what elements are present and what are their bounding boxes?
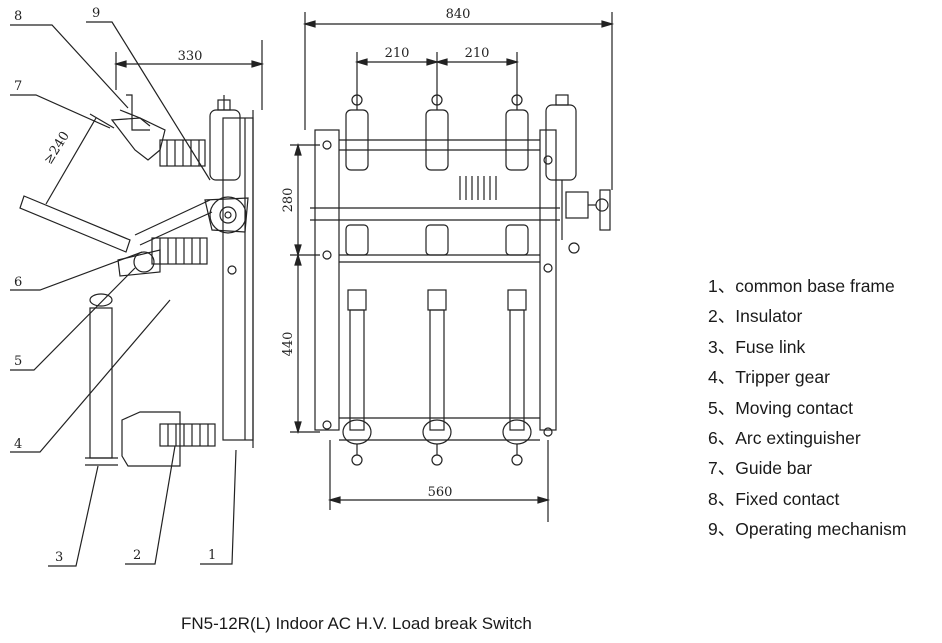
legend-item: 3、Fuse link <box>708 336 806 357</box>
spring-coil <box>459 176 497 200</box>
front-view <box>290 12 615 522</box>
callout-5: 5 <box>14 354 22 369</box>
arc-extinguisher <box>209 109 241 181</box>
phase-c <box>502 92 532 466</box>
dim-280: 280 <box>281 188 296 213</box>
callout-9: 9 <box>92 6 100 21</box>
callout-8: 8 <box>14 9 22 24</box>
leader-lines <box>10 21 237 567</box>
legend-item: 6、Arc extinguisher <box>708 428 861 449</box>
front-right-post <box>539 129 557 431</box>
bottom-insulator <box>159 423 216 447</box>
fixed-contact <box>126 94 150 131</box>
side-view <box>10 21 265 567</box>
dim-840: 840 <box>446 7 471 22</box>
front-left-post <box>314 129 340 431</box>
legend-item: 9、Operating mechanism <box>708 519 907 540</box>
dim-560: 560 <box>428 485 453 500</box>
fuse-link <box>85 293 118 466</box>
operating-mechanism <box>545 94 611 254</box>
guide-bar-handle <box>19 195 131 253</box>
legend-item: 1、common base frame <box>708 276 895 296</box>
callout-7: 7 <box>14 79 22 94</box>
dim-330: 330 <box>178 49 203 64</box>
legend-item: 4、Tripper gear <box>708 367 830 388</box>
callout-2: 2 <box>133 548 141 563</box>
callout-4: 4 <box>14 437 22 452</box>
callout-6: 6 <box>14 275 22 290</box>
parts-legend: 1、common base frame 2、Insulator 3、Fuse l… <box>708 271 906 545</box>
callout-3: 3 <box>55 550 63 565</box>
moving-blade <box>110 117 166 161</box>
operating-wheel <box>209 196 247 234</box>
dim-210-right: 210 <box>465 46 490 61</box>
legend-item: 8、Fixed contact <box>708 488 840 509</box>
base-frame-plate <box>222 117 254 441</box>
phase-a <box>342 92 372 466</box>
drawing-caption: FN5-12R(L) Indoor AC H.V. Load break Swi… <box>181 614 532 633</box>
phase-b <box>422 92 452 466</box>
legend-item: 2、Insulator <box>708 306 803 327</box>
legend-item: 5、Moving contact <box>708 397 853 418</box>
dim-440: 440 <box>281 332 296 357</box>
dim-210-left: 210 <box>385 46 410 61</box>
callout-1: 1 <box>208 548 216 563</box>
dim-240: ≥240 <box>41 129 73 167</box>
moving-contact <box>133 251 155 273</box>
legend-item: 7、Guide bar <box>708 458 813 479</box>
